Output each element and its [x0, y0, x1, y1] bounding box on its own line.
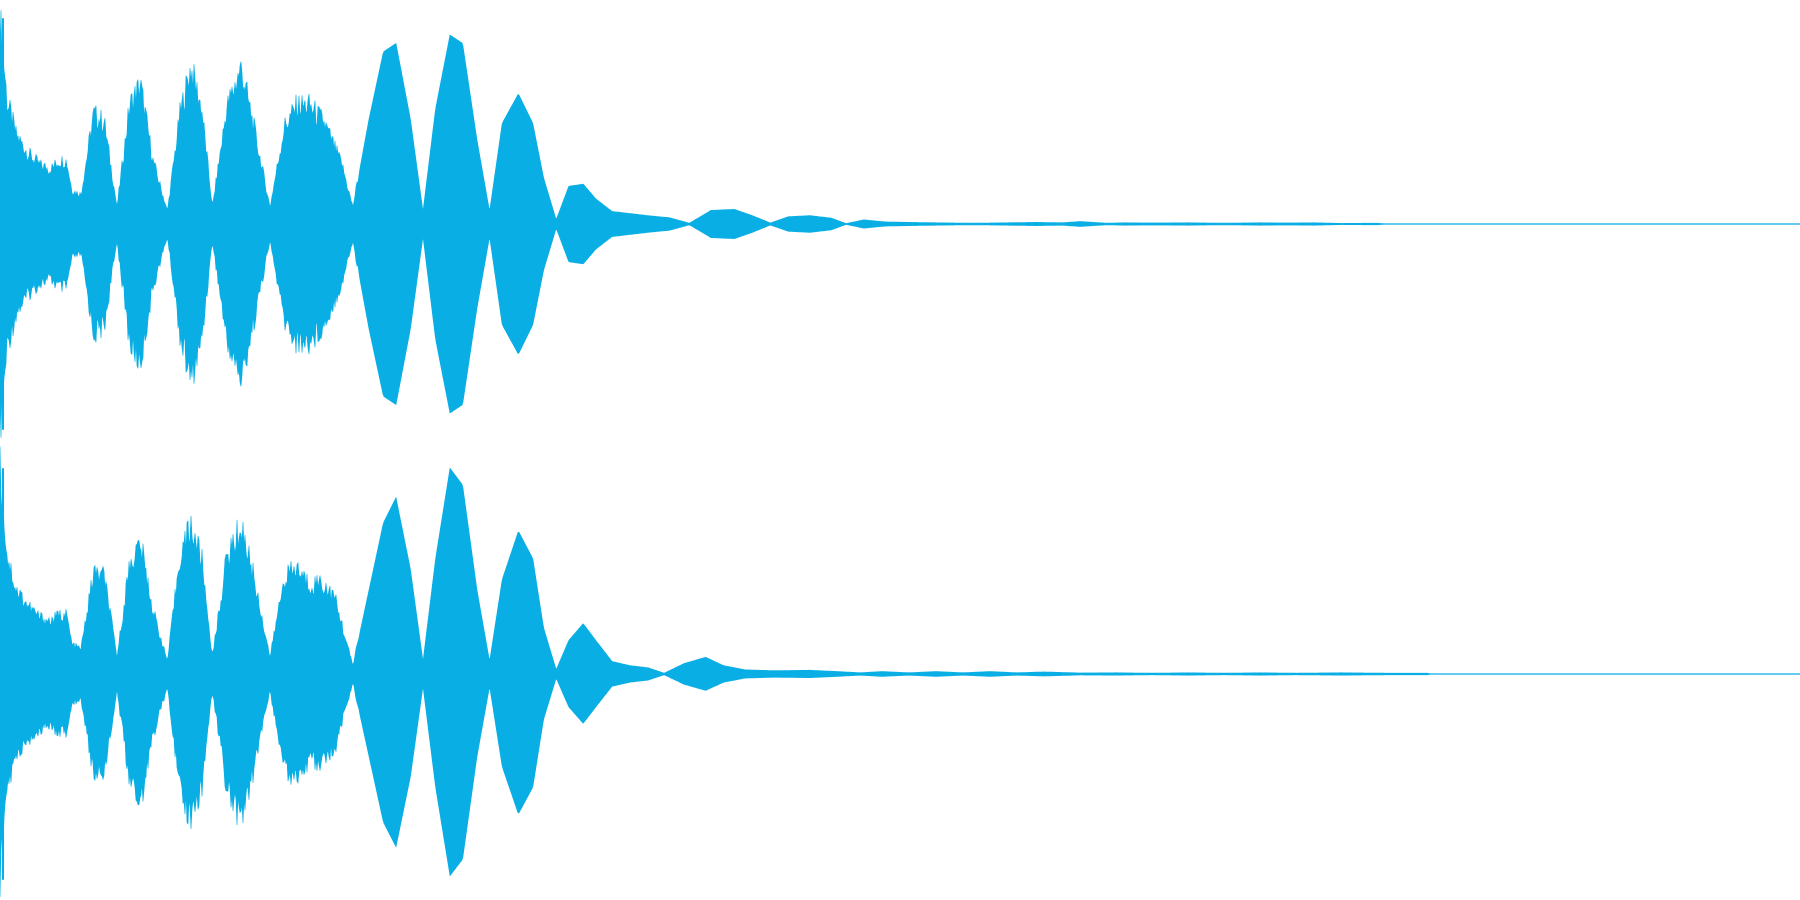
waveform-envelope [0, 10, 1800, 438]
channel-right-waveform [0, 446, 1800, 898]
channel-left-waveform [0, 10, 1800, 438]
waveform-envelope [0, 446, 1800, 898]
